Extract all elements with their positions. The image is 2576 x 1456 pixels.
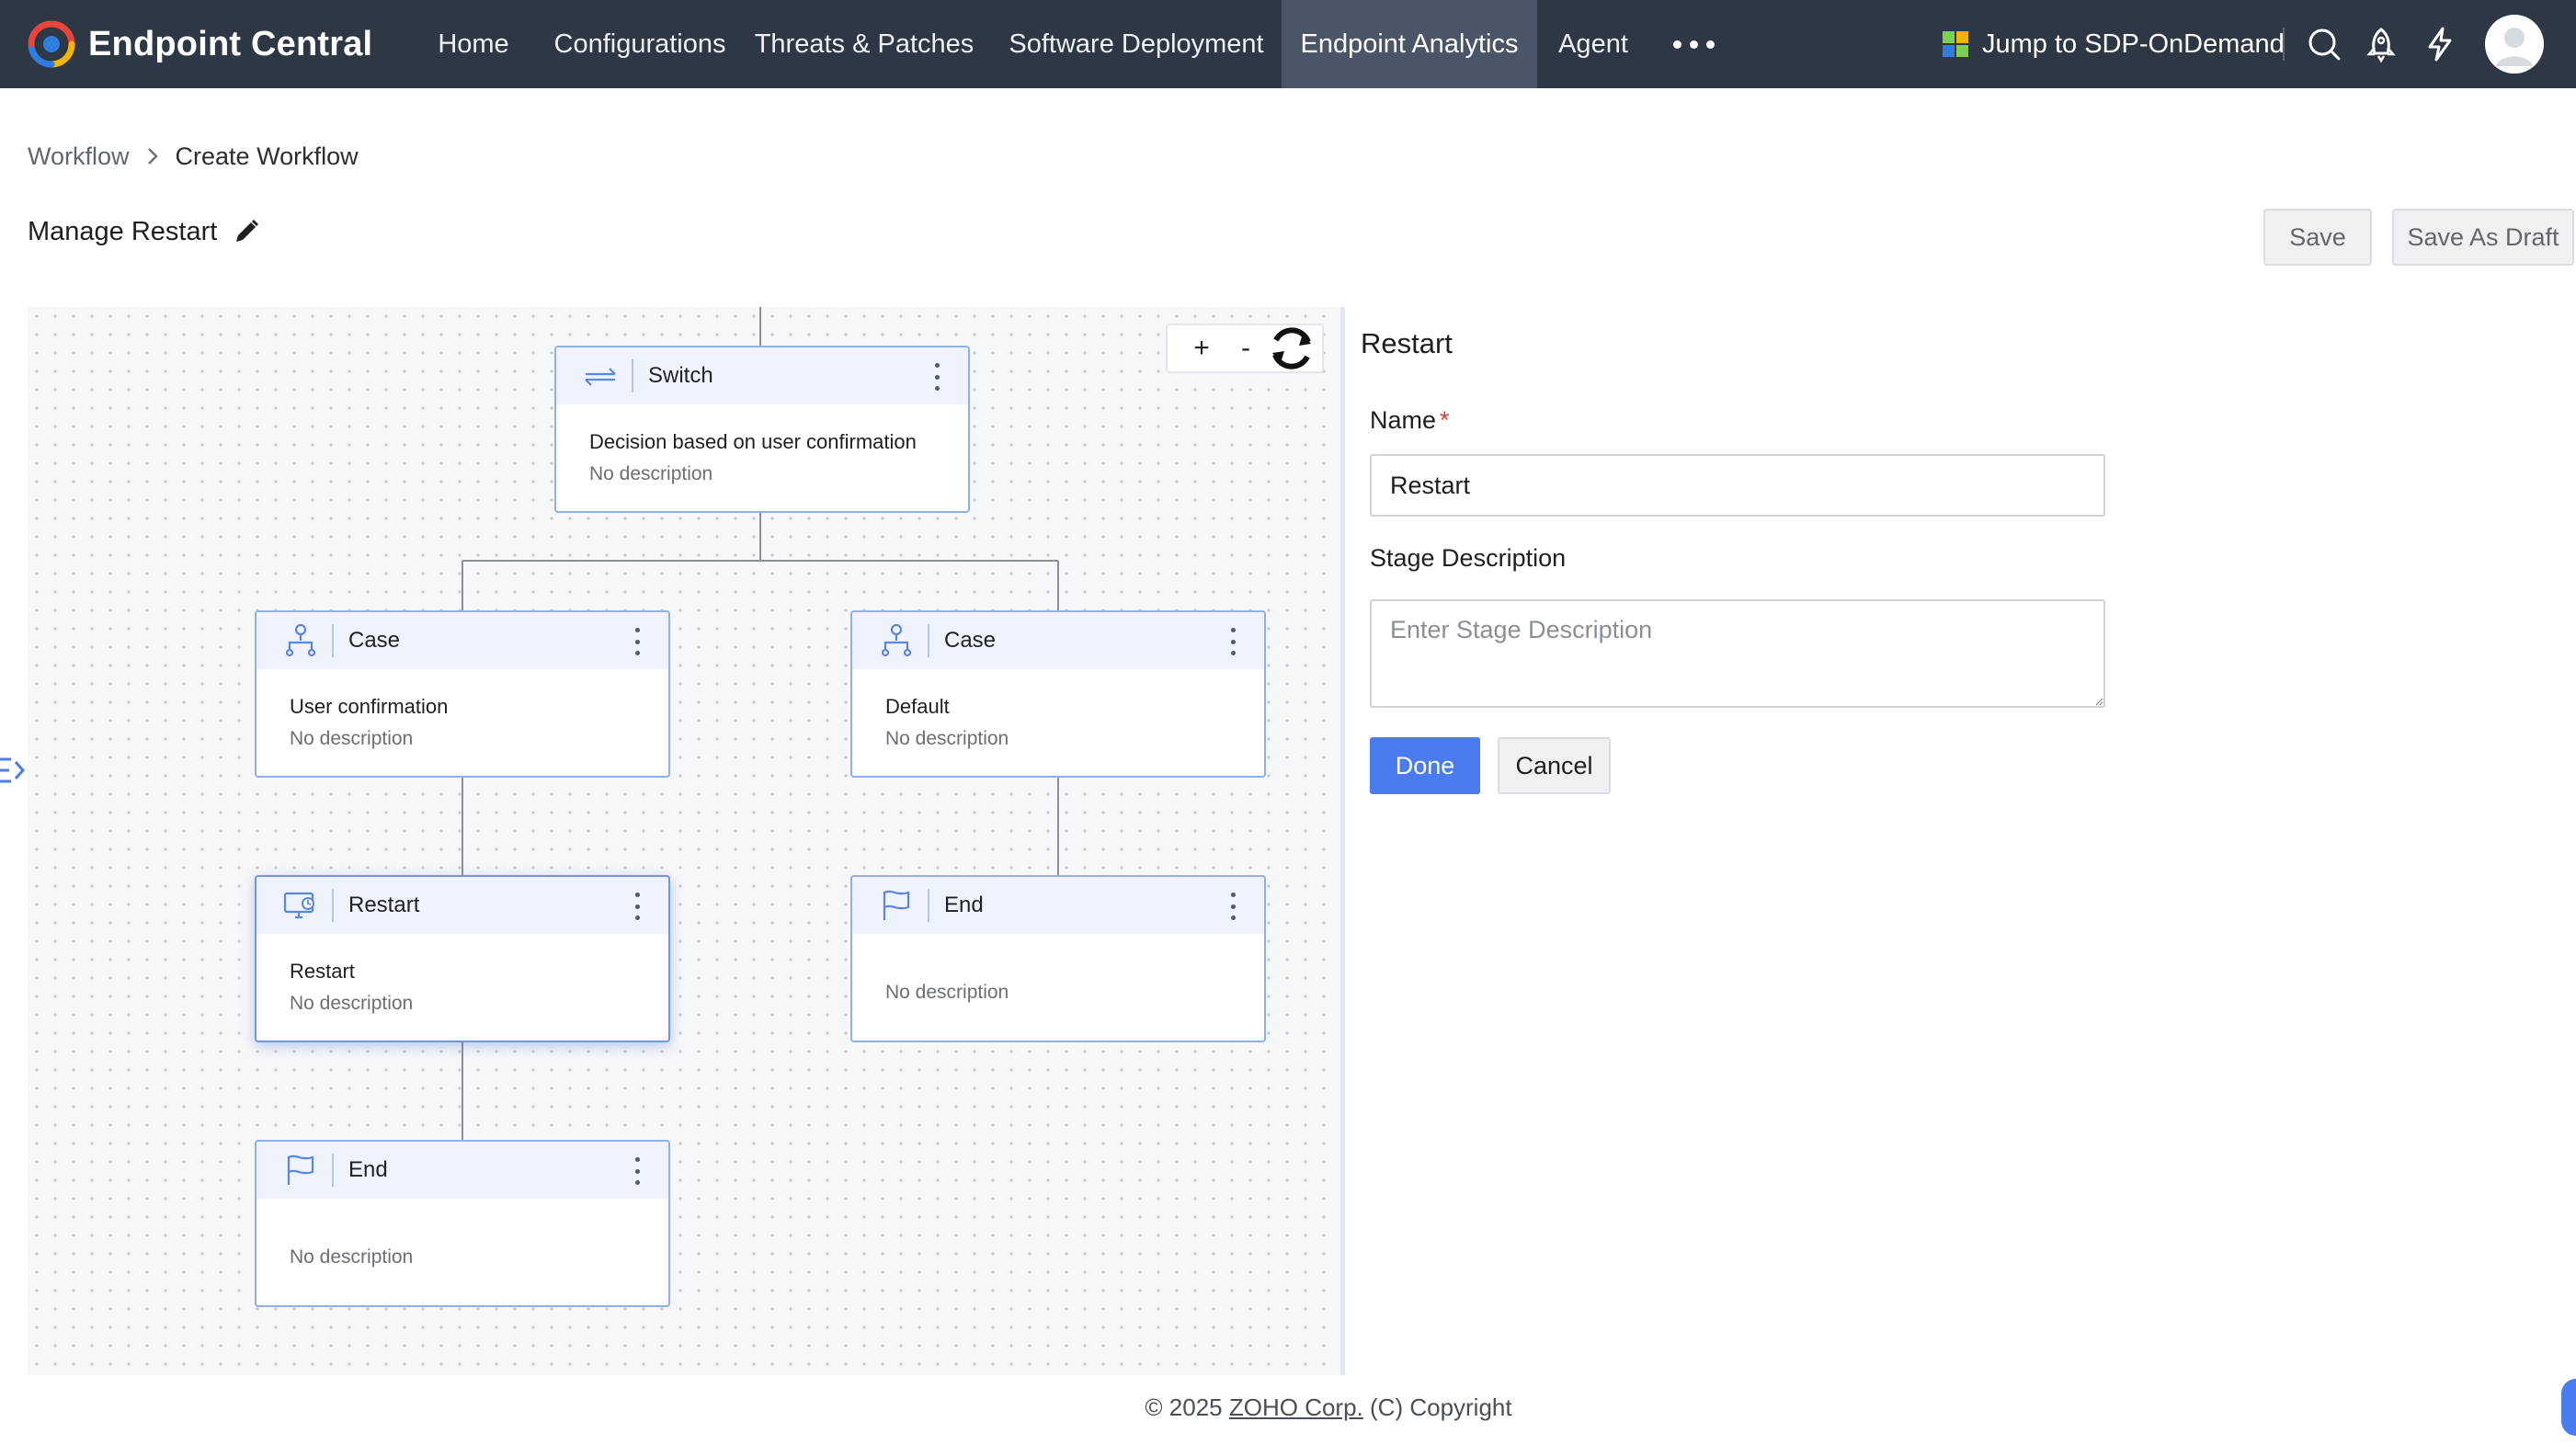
end-node-confirmed[interactable]: End No description (255, 1140, 670, 1307)
node-title: Restart (290, 960, 355, 983)
node-header: Case (852, 612, 1264, 669)
switch-icon (582, 358, 619, 394)
branch-icon (878, 622, 915, 659)
node-type: Case (944, 628, 997, 653)
kebab-menu-icon[interactable] (632, 893, 643, 920)
top-navigation-bar: Endpoint Central Home Configurations Thr… (0, 0, 2576, 88)
nav-home[interactable]: Home (438, 28, 509, 59)
sdp-logo-icon (1943, 31, 1968, 57)
stage-description-label: Stage Description (1370, 544, 1567, 572)
flag-icon (878, 887, 915, 924)
zoom-in-button[interactable]: + (1193, 333, 1210, 363)
stage-description-input[interactable] (1370, 599, 2105, 708)
node-type: Case (348, 628, 401, 653)
node-header: Switch (556, 347, 968, 404)
kebab-menu-icon[interactable] (632, 628, 643, 655)
end-node-default[interactable]: End No description (850, 875, 1266, 1042)
brand-name: Endpoint Central (88, 24, 373, 63)
node-description: No description (885, 728, 1009, 749)
restart-node[interactable]: Restart Restart No description (255, 875, 670, 1042)
kebab-menu-icon[interactable] (1227, 893, 1238, 920)
workflow-title: Manage Restart (28, 217, 218, 246)
case-node-user-confirmation[interactable]: Case User confirmation No description (255, 610, 670, 778)
kebab-menu-icon[interactable] (1227, 628, 1238, 655)
cancel-button[interactable]: Cancel (1498, 737, 1611, 794)
chevron-right-icon (147, 148, 158, 165)
panel-divider (1340, 307, 1345, 1375)
node-title: Decision based on user confirmation (589, 430, 917, 453)
node-header: Case (256, 612, 668, 669)
zoho-corp-link[interactable]: ZOHO Corp. (1228, 1393, 1363, 1421)
kebab-menu-icon[interactable] (931, 363, 942, 391)
refresh-icon[interactable] (1265, 322, 1318, 375)
switch-node[interactable]: Switch Decision based on user confirmati… (554, 346, 970, 513)
workflow-canvas[interactable]: Switch Decision based on user confirmati… (28, 307, 1342, 1375)
jump-label: Jump to SDP-OnDemand (1982, 28, 2285, 59)
node-type: Restart (348, 893, 420, 917)
footer-copyright-year: © 2025 (1145, 1393, 1223, 1421)
node-description: No description (885, 982, 1009, 1003)
nav-endpoint-analytics[interactable]: Endpoint Analytics (1282, 0, 1537, 88)
nav-threats-patches[interactable]: Threats & Patches (754, 28, 975, 59)
breadcrumb-workflow-link[interactable]: Workflow (28, 142, 130, 170)
name-label: Name* (1370, 406, 1450, 434)
lightning-icon[interactable] (2418, 22, 2462, 66)
breadcrumb: Workflow Create Workflow (28, 140, 359, 173)
node-header: End (256, 1142, 668, 1199)
connector-lines (462, 307, 1059, 1140)
node-description: No description (290, 1246, 414, 1268)
more-menu-icon[interactable] (1673, 33, 1715, 55)
footer-copyright-text: (C) Copyright (1370, 1393, 1512, 1421)
rocket-icon[interactable] (2359, 22, 2403, 66)
flag-icon (282, 1152, 319, 1189)
done-button[interactable]: Done (1370, 737, 1480, 794)
case-node-default[interactable]: Case Default No description (850, 610, 1266, 778)
node-header: End (852, 877, 1264, 934)
stage-panel-title: Restart (1361, 327, 1453, 359)
jump-to-sdp-link[interactable]: Jump to SDP-OnDemand (1940, 20, 2285, 68)
pencil-edit-icon[interactable] (232, 217, 261, 246)
user-avatar[interactable] (2485, 15, 2544, 74)
nav-agent[interactable]: Agent (1558, 28, 1628, 59)
nav-configurations[interactable]: Configurations (553, 28, 726, 59)
zoom-out-button[interactable]: - (1241, 333, 1250, 363)
monitor-restart-icon (282, 887, 319, 924)
breadcrumb-current: Create Workflow (175, 142, 359, 170)
save-as-draft-button[interactable]: Save As Draft (2392, 209, 2574, 266)
search-icon[interactable] (2302, 22, 2346, 66)
stage-name-input[interactable] (1370, 454, 2105, 517)
brand[interactable]: Endpoint Central (28, 18, 372, 70)
node-title: Default (885, 695, 950, 718)
kebab-menu-icon[interactable] (632, 1157, 643, 1185)
required-mark: * (1440, 406, 1450, 434)
sidebar-toggle-icon[interactable] (0, 750, 28, 791)
node-type: End (944, 893, 984, 917)
help-chat-button[interactable] (2561, 1379, 2576, 1436)
node-type: End (348, 1157, 388, 1182)
node-title: User confirmation (290, 695, 449, 718)
node-header: Restart (256, 877, 668, 934)
node-type: Switch (648, 363, 713, 388)
endpoint-central-logo-icon (28, 20, 75, 68)
save-button[interactable]: Save (2263, 209, 2372, 266)
footer: © 2025 ZOHO Corp. (C) Copyright (0, 1393, 2576, 1422)
node-description: No description (589, 463, 713, 484)
nav-software-deployment[interactable]: Software Deployment (1009, 28, 1264, 59)
branch-icon (282, 622, 319, 659)
node-description: No description (290, 993, 414, 1014)
node-description: No description (290, 728, 414, 749)
nav-divider (2283, 28, 2285, 61)
